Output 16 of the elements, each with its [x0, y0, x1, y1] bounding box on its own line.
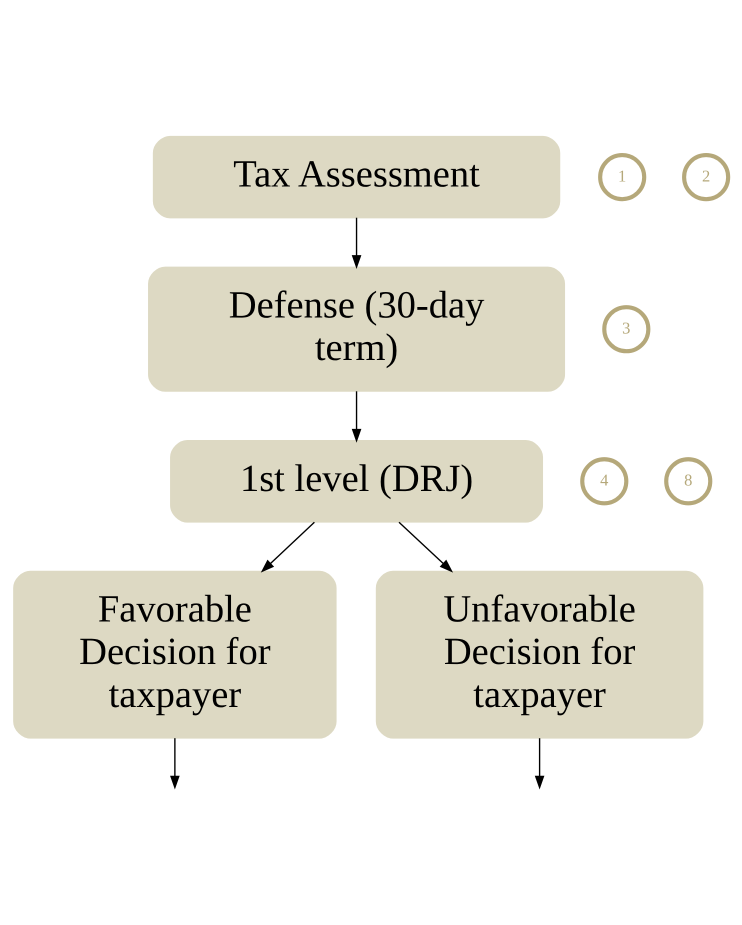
arrow	[260, 522, 315, 573]
node-box: Favorable Decision for taxpayer	[13, 570, 337, 739]
arrow	[170, 738, 180, 790]
node-box: Unfavorable Decision for taxpayer	[376, 570, 704, 739]
node-circle: 1	[598, 153, 646, 202]
node-box: Tax Assessment	[152, 136, 560, 218]
arrow	[398, 522, 454, 573]
arrow	[352, 218, 362, 269]
node-circle: 8	[664, 457, 712, 506]
arrow	[352, 391, 362, 443]
node-circle: 2	[682, 153, 730, 202]
node-circle: 4	[580, 457, 628, 506]
node-box: Defense (30-day term)	[148, 266, 566, 392]
node-box: 1st level (DRJ)	[170, 440, 544, 523]
arrow	[534, 738, 544, 790]
node-circle: 3	[602, 305, 650, 354]
